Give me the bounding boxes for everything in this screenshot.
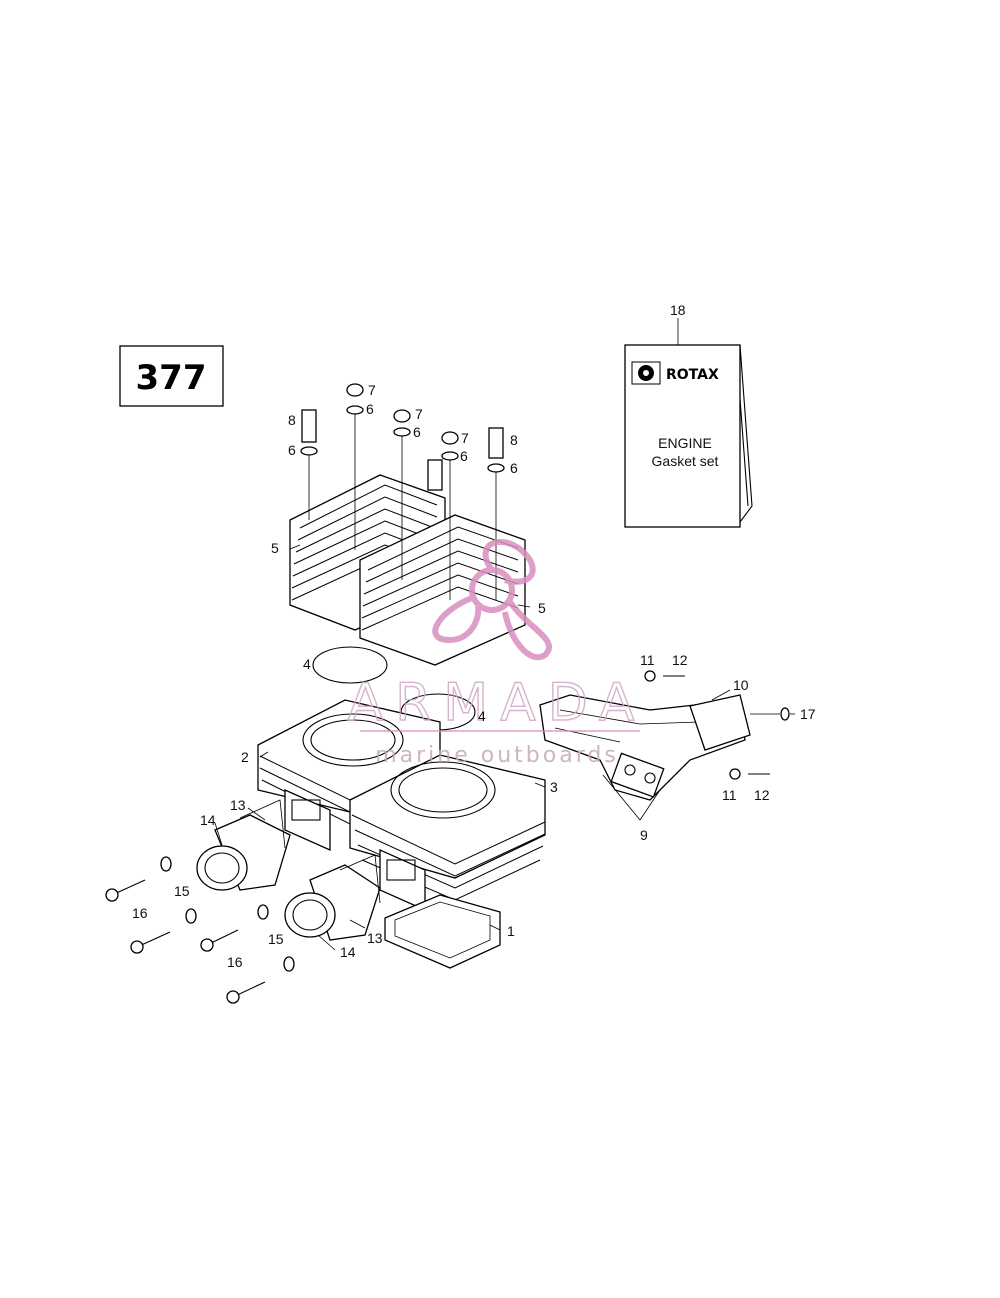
callout-9: 9 (640, 827, 648, 843)
watermark-title: ARMADA (348, 673, 647, 733)
rotax-logo-icon (631, 361, 661, 385)
armada-watermark: ARMADA marine outboards (347, 539, 647, 768)
screws-and-washers (105, 856, 295, 1004)
callout-10: 10 (733, 677, 749, 693)
diagram-number: 377 (136, 358, 207, 398)
callout-7c: 7 (461, 430, 469, 446)
callout-4a: 4 (303, 656, 311, 672)
manual-brand: ROTAX (666, 367, 719, 383)
callout-7b: 7 (415, 406, 423, 422)
watermark-subtitle: marine outboards (375, 743, 619, 768)
callout-11b: 11 (722, 787, 737, 803)
callout-4b: 4 (478, 708, 486, 724)
callout-3: 3 (550, 779, 558, 795)
callout-6a: 6 (288, 442, 296, 458)
callout-2: 2 (241, 749, 249, 765)
diagram-number-box: 377 (119, 345, 224, 407)
callout-7a: 7 (368, 382, 376, 398)
callout-15a: 15 (174, 883, 190, 899)
callout-16a: 16 (132, 905, 148, 921)
propeller-logo-icon (432, 539, 552, 661)
callout-16b: 16 (227, 954, 243, 970)
callout-14b: 14 (340, 944, 356, 960)
callout-11a: 11 (640, 652, 655, 668)
callout-13b: 13 (367, 930, 383, 946)
manual-line-2: Gasket set (652, 453, 719, 469)
callout-18: 18 (670, 302, 686, 318)
callout-8b: 8 (510, 432, 518, 448)
manual-line-1: ENGINE (658, 435, 712, 451)
leader-lines (214, 318, 795, 951)
base-gasket (384, 894, 501, 969)
intake-mounts (196, 799, 381, 941)
cylinder-right (349, 754, 546, 912)
callout-8a: 8 (288, 412, 296, 428)
callout-6b: 6 (366, 401, 374, 417)
gasket-set-manual: ROTAX ENGINE Gasket set (624, 344, 753, 528)
callout-5a: 5 (271, 540, 279, 556)
callout-13a: 13 (230, 797, 246, 813)
callouts: 1 2 3 4 4 5 5 6 6 6 6 6 7 7 7 8 8 9 10 1… (132, 302, 816, 970)
callout-15b: 15 (268, 931, 284, 947)
callout-6c: 6 (413, 424, 421, 440)
callout-1: 1 (507, 923, 515, 939)
callout-12a: 12 (672, 652, 688, 668)
callout-5b: 5 (538, 600, 546, 616)
exhaust-manifold (539, 670, 790, 821)
callout-12b: 12 (754, 787, 770, 803)
callout-6d: 6 (460, 448, 468, 464)
head-hardware (300, 383, 505, 600)
callout-17: 17 (800, 706, 816, 722)
callout-6e: 6 (510, 460, 518, 476)
callout-14a: 14 (200, 812, 216, 828)
